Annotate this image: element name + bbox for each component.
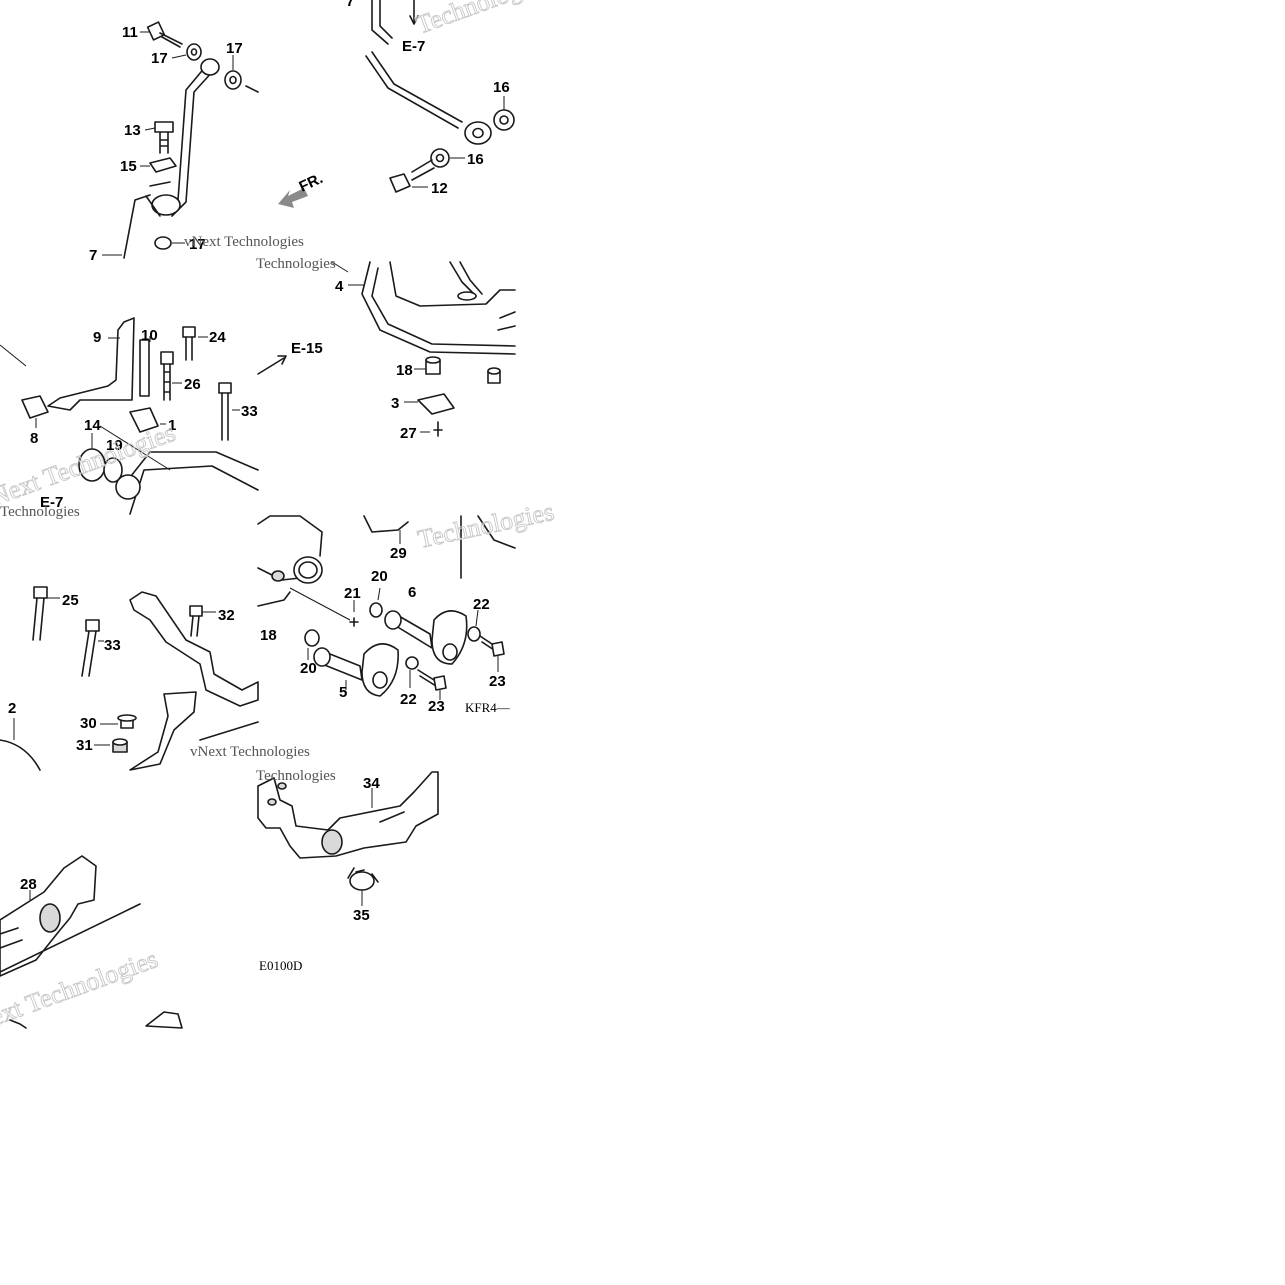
callout-8: 8 <box>30 430 38 447</box>
callout-2: 2 <box>8 700 16 717</box>
watermark: Technologies <box>415 497 556 554</box>
callout-17: 17 <box>151 50 168 67</box>
callout-6: 6 <box>408 584 416 601</box>
callout-4: 4 <box>335 278 344 295</box>
watermark: Technologies <box>256 768 336 784</box>
callout-9: 9 <box>93 329 101 346</box>
direction-label: FR. <box>297 170 326 196</box>
tile-oil-pipe: 11 17 17 17 13 15 7 <box>89 21 259 264</box>
callout-23: 23 <box>428 698 445 715</box>
callout-21: 21 <box>344 585 361 602</box>
diagram-code-e0100d: E0100D <box>259 958 302 973</box>
callout-19: 19 <box>106 437 123 454</box>
tile-shift-shafts: 29 20 21 6 22 18 20 5 22 23 23 KFR4— <box>257 515 516 715</box>
callout-30: 30 <box>80 715 97 732</box>
tile-guard-34: 34 35 E0100D <box>257 771 439 973</box>
callout-33: 33 <box>241 403 258 420</box>
callout-3: 3 <box>391 395 399 412</box>
tile-brackets: 9 10 24 26 33 8 14 19 1 E-7 <box>0 317 259 515</box>
watermark: Technologies <box>0 504 80 520</box>
callout-28: 28 <box>20 876 37 893</box>
callout-33: 33 <box>104 637 121 654</box>
callout-7: 7 <box>346 0 354 10</box>
callout-7: 7 <box>89 247 97 264</box>
callout-16: 16 <box>493 79 510 96</box>
callout-26: 26 <box>184 376 201 393</box>
callout-18: 18 <box>396 362 413 379</box>
callout-22: 22 <box>473 596 490 613</box>
callout-17: 17 <box>226 40 243 57</box>
ref-e15: E-15 <box>291 340 323 357</box>
tile-cover: 4 18 3 27 E-15 <box>257 261 516 442</box>
callout-31: 31 <box>76 737 93 754</box>
callout-16: 16 <box>467 151 484 168</box>
watermark: Technologies <box>412 0 552 40</box>
watermark: vNext Technologies <box>184 234 304 250</box>
callout-11: 11 <box>122 24 138 41</box>
tile-guard-28: 28 <box>0 855 183 1029</box>
callout-14: 14 <box>84 417 101 434</box>
callout-32: 32 <box>218 607 235 624</box>
tile-lower-bracket: 25 33 32 2 30 31 <box>0 586 259 771</box>
ref-e7: E-7 <box>40 494 63 511</box>
ref-e7: E-7 <box>402 38 425 55</box>
callout-29: 29 <box>390 545 407 562</box>
callout-20: 20 <box>300 660 317 677</box>
callout-27: 27 <box>400 425 417 442</box>
watermark: Technologies <box>256 256 336 272</box>
callout-34: 34 <box>363 775 380 792</box>
tile-oil-pipe-end: 7 16 16 12 E-7 FR. <box>278 0 515 208</box>
callout-1: 1 <box>168 417 176 434</box>
callout-18: 18 <box>260 627 277 644</box>
callout-5: 5 <box>339 684 347 701</box>
callout-20: 20 <box>371 568 388 585</box>
callout-24: 24 <box>209 329 226 346</box>
callout-15: 15 <box>120 158 137 175</box>
callout-17: 17 <box>189 236 206 253</box>
callout-22: 22 <box>400 691 417 708</box>
diagram-code-kfr4: KFR4— <box>465 700 511 715</box>
callout-35: 35 <box>353 907 370 924</box>
callout-12: 12 <box>431 180 448 197</box>
watermark: vNext Technologies <box>190 744 310 760</box>
callout-25: 25 <box>62 592 79 609</box>
callout-23: 23 <box>489 673 506 690</box>
callout-13: 13 <box>124 122 141 139</box>
callout-10: 10 <box>141 327 158 344</box>
